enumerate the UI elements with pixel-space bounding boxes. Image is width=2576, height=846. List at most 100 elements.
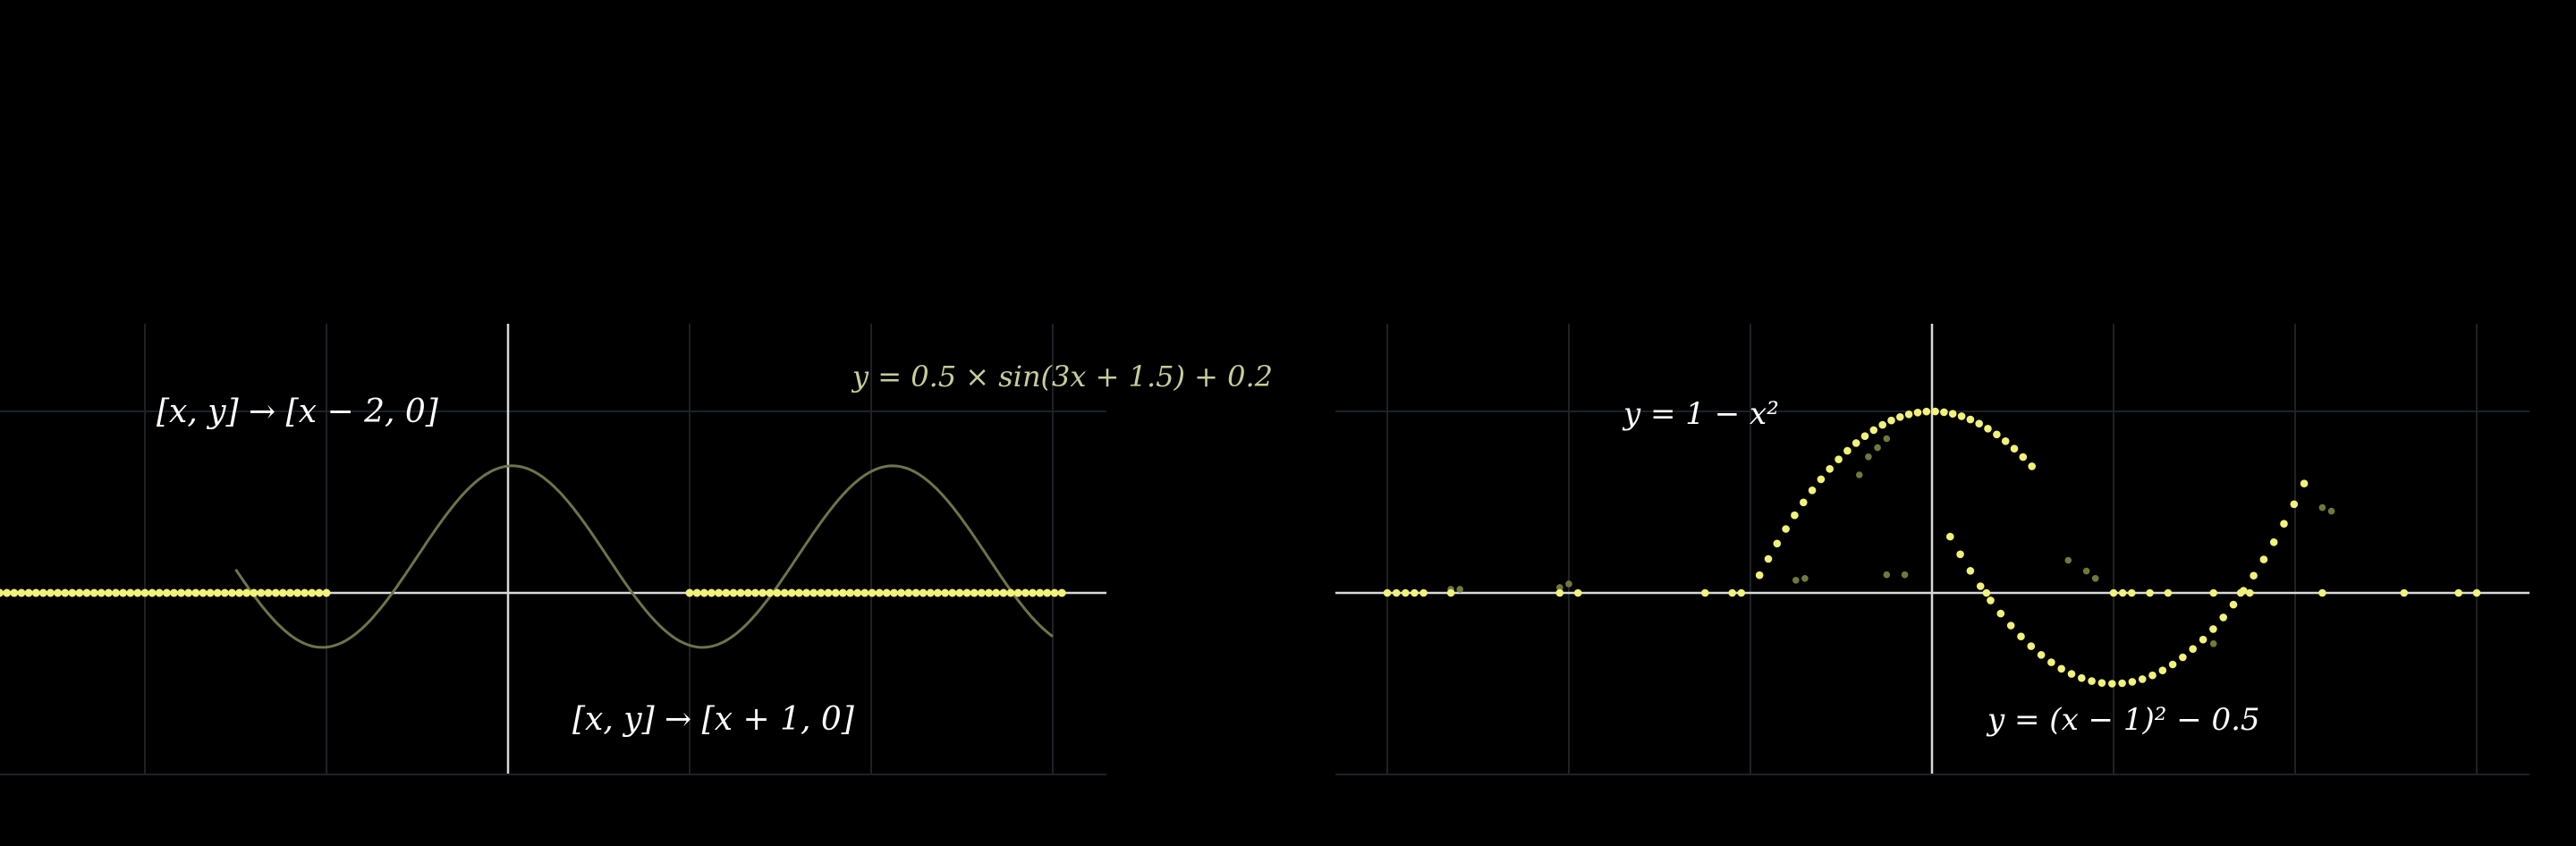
faint-dot xyxy=(2318,503,2326,512)
parabola-top-dot xyxy=(1966,415,1975,424)
parabola-top-dot xyxy=(1957,412,1966,420)
parabola-bottom-dot xyxy=(2189,645,2197,653)
axis-dot xyxy=(1057,588,1066,597)
axis-dot xyxy=(278,588,287,597)
faint-dot xyxy=(1565,580,1572,588)
right-faint-dots xyxy=(1447,435,2335,647)
parabola-bottom-dot xyxy=(2280,520,2288,528)
parabola-top-dot xyxy=(1817,475,1826,484)
axis-dot xyxy=(2128,588,2136,597)
axis-dot xyxy=(31,588,40,597)
parabola-top-dot xyxy=(1896,413,1904,421)
parabola-bottom-dots xyxy=(1946,479,2309,688)
faint-dot xyxy=(1456,586,1463,593)
parabola-top-dot xyxy=(1940,408,1948,417)
axis-dot xyxy=(2118,588,2127,597)
axis-dot xyxy=(89,588,98,597)
axis-dot xyxy=(838,588,847,597)
parabola-bottom-dot xyxy=(2057,664,2065,673)
axis-dot xyxy=(2236,588,2245,597)
parabola-bottom-dot xyxy=(1976,582,1985,590)
axis-dot xyxy=(890,588,898,597)
axis-dot xyxy=(155,588,164,597)
left-panel: [x, y] → [x − 2, 0] [x, y] → [x + 1, 0] … xyxy=(0,324,1273,775)
parabola-bottom-dot xyxy=(2219,613,2227,622)
axis-dot xyxy=(140,588,149,597)
axis-dot xyxy=(213,588,222,597)
axis-dot xyxy=(999,588,1008,597)
parabola-bottom-dot xyxy=(2118,679,2126,688)
axis-dot xyxy=(1737,588,1746,597)
axis-dot xyxy=(780,588,789,597)
axis-dot xyxy=(104,588,113,597)
axis-dot xyxy=(2109,588,2118,597)
axis-dot xyxy=(743,588,752,597)
parabola-bottom-dot xyxy=(2128,678,2137,686)
parabola-bottom-dot xyxy=(2300,479,2309,487)
faint-dot xyxy=(2082,567,2090,575)
faint-dot xyxy=(1856,471,1863,478)
axis-dot xyxy=(860,588,869,597)
parabola-bottom-dot xyxy=(2158,666,2167,674)
label-parabola-top: y = 1 − x² xyxy=(1622,396,1779,432)
axis-dot xyxy=(824,588,833,597)
axis-dot xyxy=(1555,588,1564,597)
axis-dot xyxy=(1029,588,1037,597)
parabola-top-dot xyxy=(1835,455,1843,463)
parabola-bottom-dot xyxy=(2229,600,2238,609)
axis-dot xyxy=(1036,588,1045,597)
axis-dot xyxy=(831,588,840,597)
axis-dot xyxy=(708,588,716,597)
parabola-bottom-dot xyxy=(2078,673,2086,682)
axis-dot xyxy=(1701,588,1709,597)
axis-dot xyxy=(1573,588,1582,597)
axis-dot xyxy=(227,588,236,597)
parabola-top-dot xyxy=(1878,420,1886,429)
axis-dot xyxy=(0,588,4,597)
axis-dot xyxy=(1402,588,1410,597)
parabola-top-dot xyxy=(2001,437,2010,445)
parabola-bottom-dot xyxy=(2088,677,2096,685)
axis-dot xyxy=(191,588,200,597)
parabola-bottom-dot xyxy=(1966,567,1975,575)
faint-dot xyxy=(1801,575,1809,582)
left-axis-dots xyxy=(0,588,1066,597)
parabola-bottom-dot xyxy=(1996,609,2005,618)
axis-dot xyxy=(750,588,759,597)
faint-dot xyxy=(1901,571,1909,579)
axis-dot xyxy=(206,588,215,597)
parabola-bottom-dot xyxy=(1956,550,1964,559)
axis-dot xyxy=(897,588,906,597)
parabola-top-dot xyxy=(1808,486,1817,495)
faint-dot xyxy=(2064,556,2072,564)
axis-dot xyxy=(970,588,979,597)
axis-dot xyxy=(729,588,738,597)
axis-dot xyxy=(875,588,884,597)
axis-dot xyxy=(992,588,1001,597)
axis-dot xyxy=(133,588,142,597)
axis-dot xyxy=(148,588,157,597)
axis-dot xyxy=(24,588,33,597)
faint-dot xyxy=(1883,435,1891,443)
axis-dot xyxy=(1050,588,1059,597)
parabola-top-dot xyxy=(1852,439,1860,447)
parabola-bottom-dot xyxy=(2047,658,2055,666)
sine-formula: y = 0.5 × sin(3x + 1.5) + 0.2 xyxy=(851,360,1273,393)
axis-dot xyxy=(853,588,862,597)
axis-dot xyxy=(61,588,70,597)
axis-dot xyxy=(2454,588,2462,597)
axis-dot xyxy=(926,588,935,597)
axis-dot xyxy=(112,588,120,597)
parabola-top-dot xyxy=(1782,525,1790,533)
parabola-bottom-dot xyxy=(2269,538,2278,546)
axis-dot xyxy=(2209,588,2217,597)
axis-dot xyxy=(948,588,957,597)
axis-dot xyxy=(2164,588,2173,597)
axis-dot xyxy=(911,588,920,597)
faint-dot xyxy=(1883,571,1891,579)
left-grid xyxy=(0,324,1106,775)
axis-dot xyxy=(692,588,701,597)
axis-dot xyxy=(177,588,186,597)
label-parabola-bottom: y = (x − 1)² − 0.5 xyxy=(1986,702,2260,738)
parabola-bottom-dot xyxy=(2199,635,2207,644)
